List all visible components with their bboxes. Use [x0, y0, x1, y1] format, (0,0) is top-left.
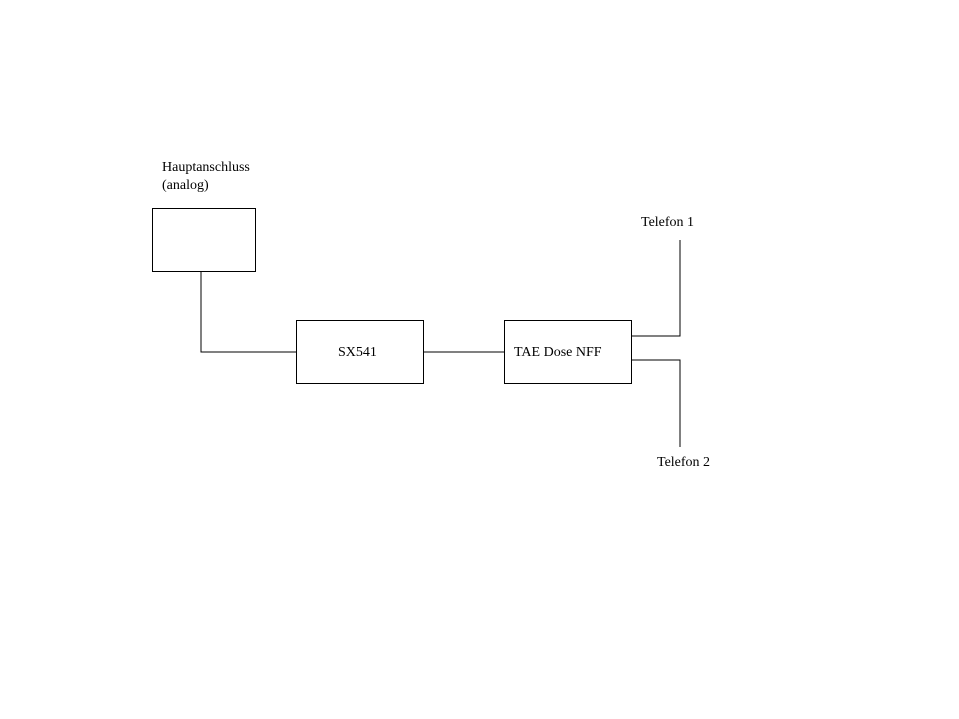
sx541-box: SX541 [296, 320, 424, 384]
telefon2-label: Telefon 2 [657, 455, 711, 470]
main-line-label-line2: (analog) [162, 178, 209, 193]
tae-socket-label: TAE Dose NFF [514, 345, 602, 360]
line-main-to-sx541 [200, 271, 296, 353]
line-tae-to-telefon1 [631, 240, 681, 337]
main-line-box [152, 208, 256, 272]
tae-socket-box: TAE Dose NFF [504, 320, 632, 384]
sx541-label: SX541 [338, 345, 377, 360]
line-tae-to-telefon2 [631, 359, 681, 447]
main-line-label-line1: Hauptanschluss [162, 160, 250, 175]
main-line-label: Hauptanschluss (analog) [162, 159, 250, 195]
telefon1-label: Telefon 1 [641, 215, 695, 230]
